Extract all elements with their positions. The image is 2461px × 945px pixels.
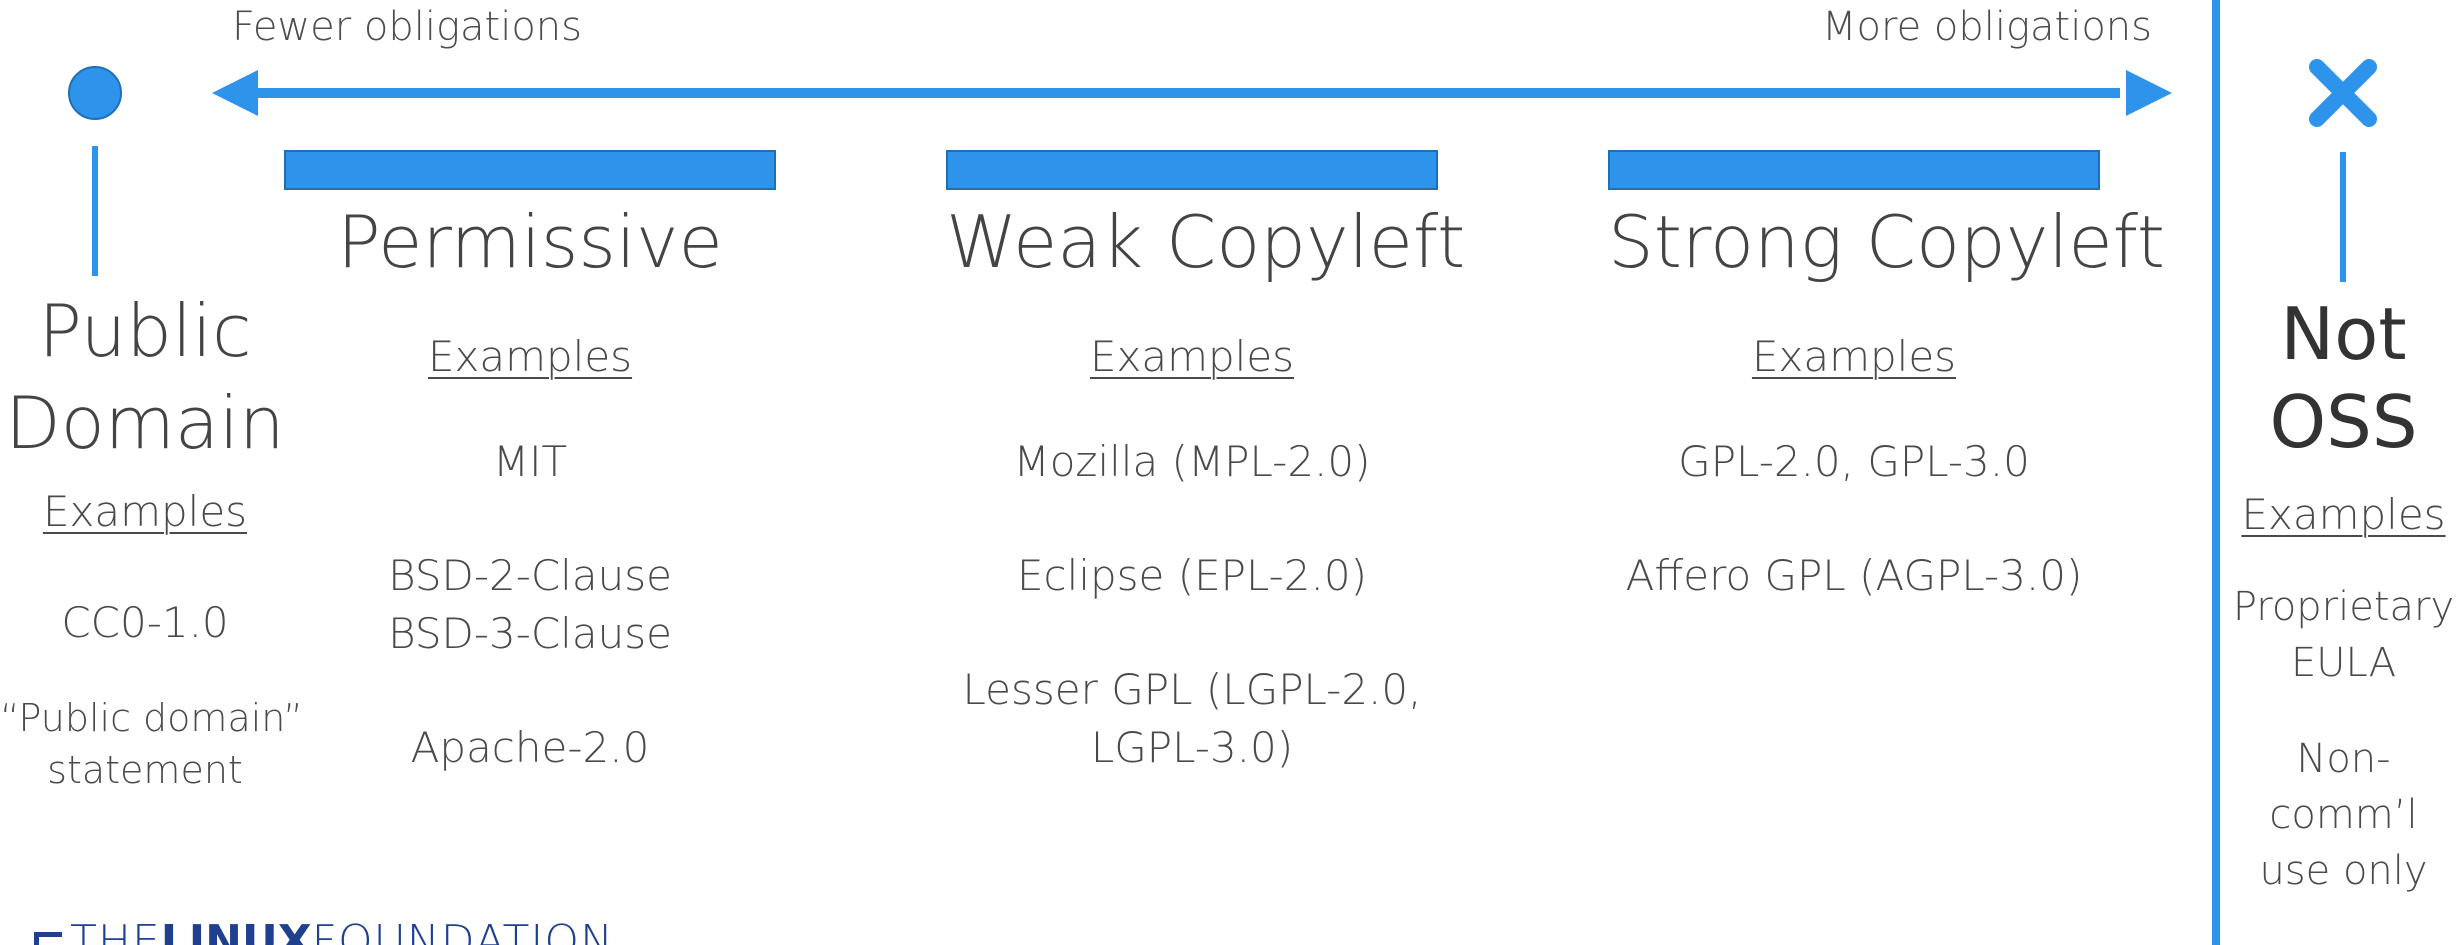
weak-copyleft-column: Weak Copyleft Examples Mozilla (MPL-2.0)… [946, 200, 1466, 777]
strong-copyleft-example: Affero GPL (AGPL-3.0) [1625, 551, 2083, 600]
public-domain-example: “Public domain” [0, 696, 303, 740]
weak-copyleft-example: Eclipse (EPL-2.0) [1017, 551, 1367, 600]
strong-copyleft-examples-heading: Examples [1751, 332, 1957, 381]
not-oss-connector [2340, 152, 2346, 282]
circle-icon [68, 66, 122, 120]
weak-copyleft-title: Weak Copyleft [946, 200, 1466, 284]
permissive-example: Apache-2.0 [410, 723, 650, 772]
logo-bracket-icon [34, 932, 62, 945]
not-oss-column: Not OSS Examples Proprietary EULA Non- c… [2226, 290, 2461, 899]
x-icon [2309, 59, 2377, 127]
public-domain-example: CC0-1.0 [61, 598, 229, 647]
weak-copyleft-example: Lesser GPL (LGPL-2.0, [962, 665, 1422, 714]
weak-copyleft-example: LGPL-3.0) [1090, 723, 1294, 772]
permissive-column: Permissive Examples MIT BSD-2-Clause BSD… [284, 206, 776, 777]
weak-copyleft-bar [946, 150, 1438, 190]
permissive-example: MIT [492, 437, 568, 486]
fewer-obligations-label: Fewer obligations [232, 4, 582, 50]
strong-copyleft-bar [1608, 150, 2100, 190]
arrow-head-left [212, 70, 258, 116]
not-oss-example: use only [2259, 848, 2428, 894]
public-domain-connector [92, 146, 98, 276]
weak-copyleft-example: Mozilla (MPL-2.0) [1013, 437, 1371, 486]
permissive-bar [284, 150, 776, 190]
not-oss-example: comm’l [2269, 792, 2418, 838]
not-oss-example: EULA [2290, 640, 2397, 686]
arrow-head-right [2126, 70, 2172, 116]
public-domain-title: Public Domain [5, 289, 285, 465]
permissive-examples-heading: Examples [427, 332, 633, 381]
public-domain-column: Public Domain Examples CC0-1.0 “Public d… [0, 285, 303, 796]
strong-copyleft-example: GPL-2.0, GPL-3.0 [1678, 437, 2030, 486]
permissive-title: Permissive [337, 200, 723, 284]
not-oss-divider [2212, 0, 2220, 945]
strong-copyleft-title: Strong Copyleft [1608, 200, 2165, 284]
not-oss-example: Non- [2296, 736, 2391, 782]
linux-foundation-logo: THELINUXFOUNDATION [34, 912, 634, 945]
more-obligations-label: More obligations [1822, 4, 2152, 50]
permissive-example: BSD-3-Clause [388, 609, 672, 658]
not-oss-title: Not OSS [2269, 292, 2418, 464]
public-domain-examples-heading: Examples [42, 487, 248, 536]
not-oss-example: Proprietary [2232, 584, 2455, 630]
not-oss-examples-heading: Examples [2241, 490, 2446, 539]
strong-copyleft-column: Strong Copyleft Examples GPL-2.0, GPL-3.… [1608, 200, 2165, 605]
public-domain-example: statement [47, 748, 243, 792]
permissive-example: BSD-2-Clause [388, 551, 672, 600]
weak-copyleft-examples-heading: Examples [1089, 332, 1295, 381]
